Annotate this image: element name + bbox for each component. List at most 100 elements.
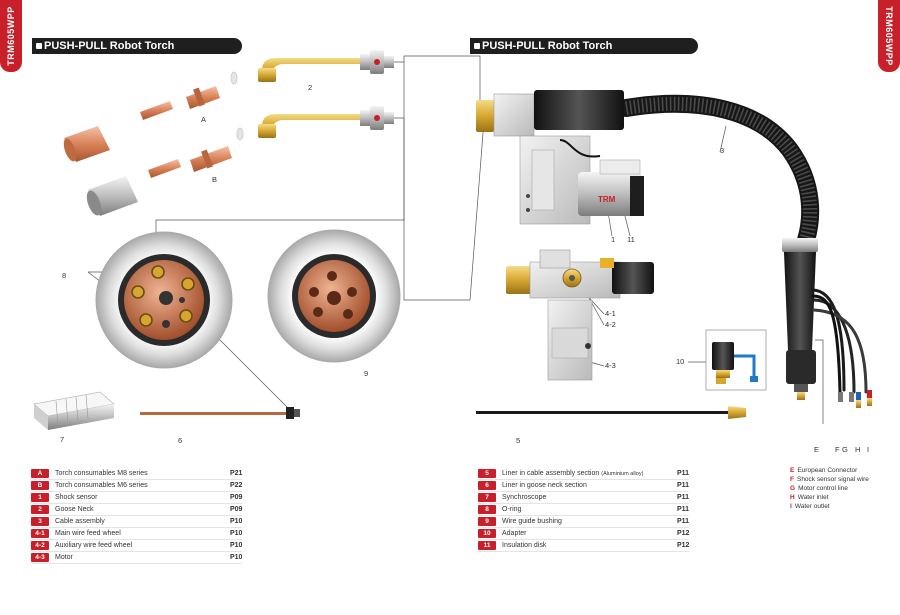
item-label: Auxiliary wire feed wheel [55,542,133,549]
title-right: PUSH-PULL Robot Torch [470,38,698,54]
tip-holder-b [190,146,232,172]
item-page: P21 [230,470,243,477]
item-key: A [31,469,49,478]
callout-1: 1 [611,235,616,244]
nozzle-copper [63,126,110,162]
item-label: Synchroscope [502,494,547,501]
motor [547,299,593,381]
callout-3: 3 [720,146,725,155]
list-item: 8 O-ring P11 [478,504,690,516]
item-label: Goose Neck [55,506,94,513]
item-page: P09 [230,494,243,501]
item-key: 10 [478,529,496,538]
item-key: 1 [31,493,49,502]
item-key: 7 [478,493,496,502]
connector-detail-right [267,229,401,363]
callout-e: E [814,445,820,454]
item-page: P11 [677,506,690,513]
item-label: Torch consumables M6 series [55,482,148,489]
item-label: Main wire feed wheel [55,530,121,537]
item-page: P10 [230,542,243,549]
item-label: Motor [55,554,73,561]
item-key: B [31,481,49,490]
item-key: 6 [478,481,496,490]
item-key: 2 [31,505,49,514]
goose-neck-lower [258,106,394,138]
item-label: Wire guide bushing [502,518,562,525]
callout-b: B [212,175,218,184]
item-key: H [790,494,795,501]
item-key: G [790,485,796,492]
item-key: 4-2 [31,541,49,550]
item-page: P11 [677,494,690,501]
torch-head [476,90,624,225]
callout-f: F [835,445,840,454]
item-key: E [790,467,795,474]
side-tab-right: TRM605WPP [878,0,900,72]
cable-assembly [617,94,820,400]
title-left: PUSH-PULL Robot Torch [32,38,242,54]
item-label: Torch consumables M8 series [55,470,148,477]
callout-6: 6 [178,436,183,445]
item-page: P10 [230,518,243,525]
item-label: Shock sensor [55,494,98,501]
item-key: 9 [478,517,496,526]
item-page: P11 [677,518,690,525]
item-label: Water outlet [794,503,830,510]
callout-2: 2 [308,83,313,92]
hose-fittings [838,390,872,408]
item-page: P12 [677,542,690,549]
connector-detail-left [95,231,233,369]
list-item: A Torch consumables M8 series P21 [31,468,243,480]
synchroscope [33,391,115,430]
callout-8: 8 [62,271,67,280]
callout-9: 9 [364,369,369,378]
list-item: 4-2 Auxiliary wire feed wheel P10 [31,540,243,552]
item-label: European Connector [797,467,858,474]
callout-4-1: 4-1 [605,309,616,318]
item-label: Insulation disk [502,542,547,549]
hoses [810,288,868,394]
insulator-rings [230,71,244,141]
wire-feeder [506,249,654,299]
item-page: P09 [230,506,243,513]
callout-4-3: 4-3 [605,361,616,370]
item-label: Motor control line [798,485,848,492]
item-note: (Aluminium alloy) [601,471,644,477]
item-key: 11 [478,541,496,550]
tip-holder-a [186,86,220,109]
list-item: 11 Insulation disk P12 [478,540,690,552]
list-item: 9 Wire guide bushing P11 [478,516,690,528]
item-label: Cable assembly [55,518,105,525]
title-left-text: PUSH-PULL Robot Torch [44,40,175,52]
item-key: F [790,476,794,483]
callout-7: 7 [60,435,65,444]
title-right-text: PUSH-PULL Robot Torch [482,40,613,52]
callout-4-2: 4-2 [605,320,616,329]
side-tab-left: TRM605WPP [0,0,22,72]
item-key: 8 [478,505,496,514]
item-label: O-ring [502,506,522,513]
list-item: 2 Goose Neck P09 [31,504,243,516]
nozzle-silver [86,176,138,216]
brand-logo-text: TRM [598,195,616,204]
parts-list-left: A Torch consumables M8 series P21 B Torch c… [31,468,243,564]
contact-tip-b [148,159,181,178]
item-page: P10 [230,554,243,561]
item-page: P10 [230,530,243,537]
goose-neck-upper [258,50,394,82]
item-label: Liner in cable assembly section [502,470,600,477]
callout-i: I [867,445,870,454]
adapter-detail [705,329,767,391]
item-page: P11 [677,482,690,489]
